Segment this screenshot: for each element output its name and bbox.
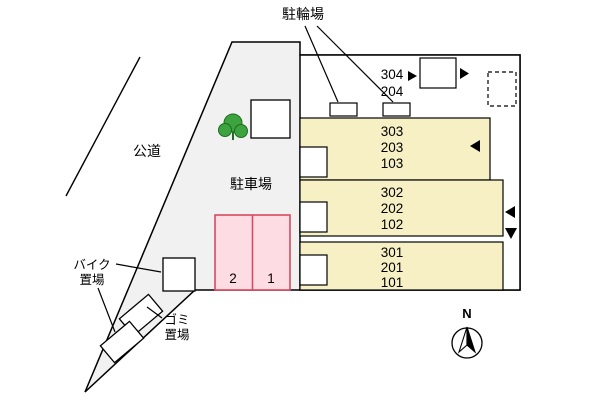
label-public-road: 公道 <box>133 143 161 159</box>
pointer-line-bike-1 <box>115 263 162 273</box>
label-parking-lot: 駐車場 <box>230 176 272 192</box>
road-edge-line <box>65 56 141 197</box>
stair-block <box>419 57 457 89</box>
unit-202: 202 <box>381 201 404 216</box>
structure-box <box>250 99 291 139</box>
bike-storage-box <box>162 257 196 292</box>
pointer-line-bicycle-1 <box>304 25 339 103</box>
unit-204: 204 <box>381 84 404 99</box>
north-label: N <box>462 306 471 321</box>
unit-301: 301 <box>381 245 404 260</box>
entrance-arrow-right-1 <box>408 71 417 81</box>
entrance-arrow-left-1 <box>470 140 480 152</box>
label-garbage-line2: 置場 <box>164 328 189 342</box>
compass-needle-east <box>466 326 477 354</box>
pointer-line-garbage <box>146 306 163 319</box>
label-bike-storage-line1: バイク <box>73 258 110 272</box>
bike-storage-tilted-box <box>99 320 145 364</box>
dashed-space-box <box>487 71 517 107</box>
unit-201: 201 <box>381 260 404 275</box>
entrance-porch-1 <box>299 254 328 286</box>
compass-needle-west <box>457 326 468 354</box>
label-bike-storage-line2: 置場 <box>79 273 104 287</box>
entrance-porch-3 <box>299 146 328 178</box>
unit-203: 203 <box>381 140 404 155</box>
stall-number-2: 2 <box>229 271 237 286</box>
bicycle-parking-spot-1 <box>329 102 358 117</box>
unit-303: 303 <box>381 124 404 139</box>
unit-row-1 <box>299 241 504 291</box>
north-arrow: N <box>451 306 483 359</box>
unit-103: 103 <box>381 156 404 171</box>
tree-icon <box>218 113 248 140</box>
parking-stalls: 2 1 <box>214 214 291 291</box>
entrance-arrow-right-2 <box>460 68 469 79</box>
entrance-porch-2 <box>299 201 328 233</box>
pointer-line-bike-2 <box>97 287 116 333</box>
entrance-arrow-left-2 <box>505 206 515 218</box>
unit-304: 304 <box>381 67 404 82</box>
stall-number-1: 1 <box>267 271 275 286</box>
bicycle-parking-spot-2 <box>382 102 411 117</box>
label-bicycle-parking: 駐輪場 <box>282 6 324 22</box>
entrance-arrow-down <box>505 228 517 239</box>
unit-101: 101 <box>381 275 404 290</box>
unit-102: 102 <box>381 217 404 232</box>
label-garbage-line1: ゴミ <box>164 312 189 327</box>
pointer-line-bicycle-2 <box>316 25 394 103</box>
unit-302: 302 <box>381 185 404 200</box>
